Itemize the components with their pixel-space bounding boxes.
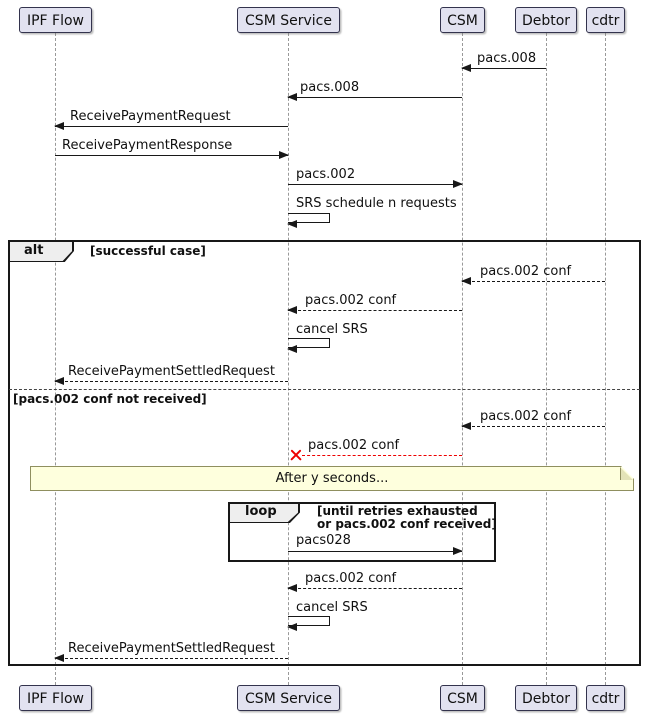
arrowhead-right-icon [279, 151, 289, 159]
arrowhead-left-icon [461, 422, 471, 430]
alt-guard-conf-not-received: [pacs.002 conf not received] [13, 392, 207, 406]
participant-bottom-ipf-flow: IPF Flow [19, 685, 92, 711]
self-message-arrow-m15 [287, 616, 330, 631]
arrowhead-left-icon [287, 220, 297, 228]
message-line [288, 97, 462, 98]
arrowhead-left-icon [287, 584, 297, 592]
lifeline-csm [462, 33, 463, 685]
lifeline-cdtr [605, 33, 606, 685]
alt-frame [8, 240, 641, 666]
message-line [302, 455, 462, 456]
participant-top-debtor: Debtor [515, 7, 577, 33]
self-message-arrow-m9 [287, 338, 330, 353]
alt-frame-tab [10, 242, 72, 261]
lifeline-debtor [546, 33, 547, 685]
lost-message-x-icon [290, 449, 302, 461]
loop-operator-label: loop [245, 504, 277, 519]
message-line [288, 184, 462, 185]
arrowhead-left-icon [287, 623, 297, 631]
message-line [288, 338, 330, 348]
participant-top-csm-service: CSM Service [237, 7, 340, 33]
alt-operator-label: alt [24, 243, 44, 258]
message-label: pacs.002 conf [305, 293, 397, 308]
message-line [288, 588, 462, 589]
message-label: pacs028 [296, 533, 351, 548]
message-label: pacs.002 conf [480, 409, 572, 424]
message-line [55, 126, 288, 127]
loop-guard-line2: or pacs.002 conf received] [317, 517, 497, 531]
message-label: cancel SRS [296, 600, 368, 615]
message-line [462, 68, 546, 69]
message-label: pacs.008 [300, 80, 360, 95]
message-label: ReceivePaymentResponse [62, 138, 233, 153]
loop-frame [228, 502, 496, 562]
message-line [55, 658, 288, 659]
arrowhead-left-icon [54, 122, 64, 130]
loop-frame-tab [230, 504, 298, 522]
message-label: ReceivePaymentSettledRequest [68, 641, 275, 656]
message-line [288, 310, 462, 311]
arrowhead-right-icon [453, 180, 463, 188]
message-label: ReceivePaymentSettledRequest [68, 364, 275, 379]
message-label: pacs.002 conf [308, 438, 400, 453]
message-label: pacs.002 conf [305, 571, 397, 586]
message-line [55, 155, 288, 156]
message-label: pacs.002 [296, 167, 356, 182]
arrowhead-right-icon [453, 547, 463, 555]
participant-top-cdtr: cdtr [586, 7, 625, 33]
message-line [288, 616, 330, 626]
participant-top-csm: CSM [440, 7, 485, 33]
arrowhead-left-icon [287, 306, 297, 314]
message-label: pacs.008 [477, 51, 537, 66]
arrowhead-left-icon [54, 377, 64, 385]
message-line [462, 281, 605, 282]
participant-bottom-csm-service: CSM Service [237, 685, 340, 711]
alt-guard-successful-case: [successful case] [90, 244, 206, 258]
message-label: pacs.002 conf [480, 264, 572, 279]
alt-else-divider [9, 389, 640, 390]
participant-top-ipf-flow: IPF Flow [19, 7, 92, 33]
participant-bottom-debtor: Debtor [515, 685, 577, 711]
message-line [55, 381, 288, 382]
message-label: SRS schedule n requests [296, 196, 457, 211]
participant-bottom-csm: CSM [440, 685, 485, 711]
lifeline-csm-service [288, 33, 289, 685]
message-line [288, 213, 330, 223]
note: After y seconds... [30, 466, 634, 491]
message-line [462, 426, 605, 427]
arrowhead-left-icon [287, 345, 297, 353]
arrowhead-left-icon [461, 64, 471, 72]
arrowhead-left-icon [54, 654, 64, 662]
arrowhead-left-icon [461, 277, 471, 285]
message-label: cancel SRS [296, 322, 368, 337]
loop-guard-line1: [until retries exhausted [317, 504, 478, 518]
lifeline-ipf-flow [55, 33, 56, 685]
message-line [288, 551, 462, 552]
participant-bottom-cdtr: cdtr [586, 685, 625, 711]
message-label: ReceivePaymentRequest [70, 109, 231, 124]
arrowhead-left-icon [287, 93, 297, 101]
self-message-arrow-m6 [287, 213, 330, 228]
